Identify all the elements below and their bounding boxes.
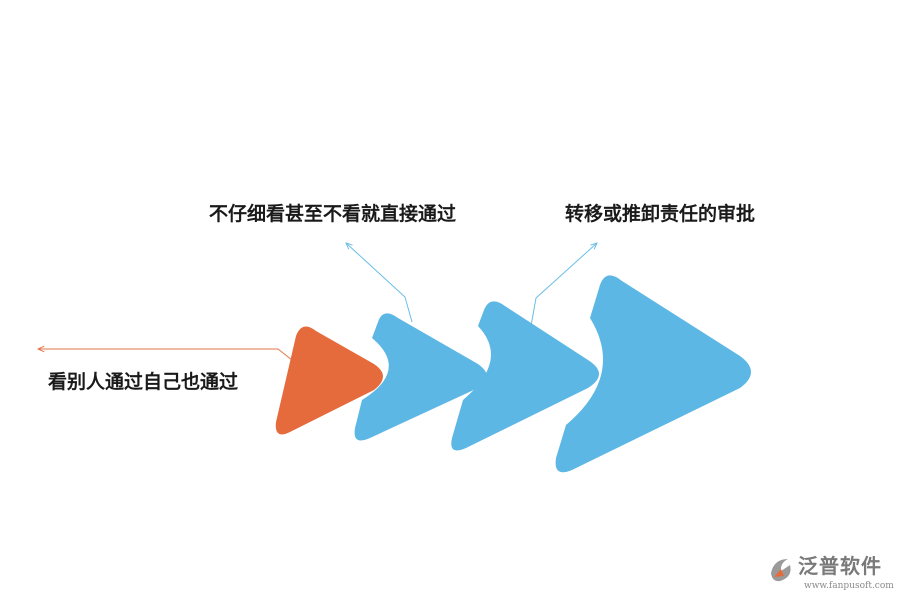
label-shift-responsibility: 转移或推卸责任的审批 [565,203,756,225]
connector-line-left [38,349,293,361]
label-peer-approval: 看别人通过自己也通过 [48,371,239,393]
chevron-step-4 [555,275,751,473]
triangle-step-1 [275,326,383,435]
chevron-step-2 [354,313,487,441]
label-careless-approval: 不仔细看甚至不看就直接通过 [209,203,457,225]
connector-line-middle [346,243,413,323]
logo-name: 泛普软件 [798,554,882,578]
logo-icon [771,559,791,582]
logo-url: www.fanpusoft.com [804,581,894,591]
chevron-step-3 [451,301,599,451]
brand-logo: 泛普软件 www.fanpusoft.com [768,553,894,597]
connector-line-right [530,243,597,327]
